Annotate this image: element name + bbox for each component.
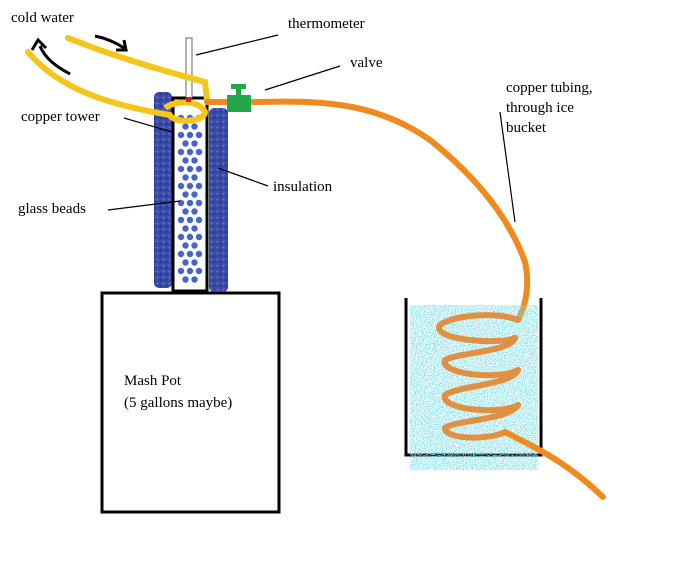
glass-bead bbox=[177, 165, 185, 173]
glass-bead bbox=[195, 148, 203, 156]
valve-body bbox=[227, 95, 251, 112]
glass-bead bbox=[191, 259, 198, 266]
glass-bead bbox=[195, 216, 203, 224]
glass-bead bbox=[186, 233, 194, 241]
glass-bead bbox=[177, 148, 185, 156]
flow-arrow-right-head bbox=[116, 39, 128, 52]
copper-tubing-label-line1: copper tubing, bbox=[506, 80, 593, 96]
mash-pot bbox=[100, 291, 281, 514]
glass-bead bbox=[182, 259, 189, 266]
glass-bead bbox=[182, 140, 189, 147]
valve-label: valve bbox=[350, 55, 383, 71]
glass-bead bbox=[182, 174, 189, 181]
cold-water-label: cold water bbox=[11, 10, 74, 26]
glass-bead bbox=[177, 216, 185, 224]
glass-bead bbox=[195, 233, 203, 241]
copper-tubing-outlet bbox=[502, 429, 606, 500]
glass-bead bbox=[182, 225, 189, 232]
insulation-right bbox=[209, 108, 228, 292]
insulation-left bbox=[154, 92, 172, 288]
glass-bead bbox=[195, 182, 203, 190]
copper-tubing-label-line2: through ice bbox=[506, 100, 574, 116]
glass-bead bbox=[177, 233, 185, 241]
glass-bead bbox=[195, 165, 203, 173]
glass-bead bbox=[182, 191, 189, 198]
copper-tubing-label-line3: bucket bbox=[506, 120, 547, 136]
glass-bead bbox=[191, 242, 198, 249]
mash-pot-label-line1: Mash Pot bbox=[124, 373, 182, 389]
insulation-label: insulation bbox=[273, 179, 333, 195]
glass-bead bbox=[195, 199, 203, 207]
cold-water-line-out bbox=[65, 35, 210, 103]
glass-beads-label: glass beads bbox=[18, 201, 86, 217]
cold-water-line-in bbox=[25, 49, 173, 118]
flow-arrow-left bbox=[38, 45, 71, 76]
glass-bead bbox=[191, 276, 198, 283]
glass-beads-leader bbox=[107, 200, 181, 211]
flow-arrow-right bbox=[94, 34, 125, 50]
glass-bead bbox=[186, 148, 194, 156]
glass-bead bbox=[191, 225, 198, 232]
glass-beads bbox=[177, 114, 203, 283]
glass-bead bbox=[191, 157, 198, 164]
insulation-leader bbox=[217, 167, 269, 187]
glass-bead bbox=[177, 131, 185, 139]
copper-tower bbox=[171, 96, 209, 293]
glass-bead bbox=[186, 199, 194, 207]
valve-stem bbox=[236, 86, 241, 96]
glass-bead bbox=[191, 140, 198, 147]
glass-bead bbox=[195, 131, 203, 139]
glass-bead bbox=[191, 191, 198, 198]
valve-leader bbox=[264, 65, 341, 91]
glass-bead bbox=[186, 131, 194, 139]
copper-coil bbox=[436, 312, 521, 441]
glass-bead bbox=[177, 182, 185, 190]
flow-arrow-left-head bbox=[30, 37, 48, 51]
copper-tower-leader bbox=[123, 117, 173, 133]
glass-bead bbox=[195, 250, 203, 258]
glass-bead bbox=[191, 123, 198, 130]
glass-bead bbox=[186, 250, 194, 258]
glass-bead bbox=[186, 165, 194, 173]
mash-pot-label-line2: (5 gallons maybe) bbox=[124, 395, 232, 411]
valve-handle bbox=[231, 84, 246, 89]
glass-bead bbox=[177, 267, 185, 275]
glass-bead bbox=[182, 242, 189, 249]
glass-bead bbox=[195, 267, 203, 275]
thermometer-label: thermometer bbox=[288, 16, 365, 32]
glass-bead bbox=[186, 267, 194, 275]
glass-bead bbox=[191, 208, 198, 215]
glass-bead bbox=[186, 216, 194, 224]
glass-bead bbox=[182, 123, 189, 130]
thermometer bbox=[185, 37, 193, 99]
glass-bead bbox=[186, 182, 194, 190]
glass-bead bbox=[182, 276, 189, 283]
glass-bead bbox=[191, 174, 198, 181]
condenser-plug bbox=[186, 97, 191, 102]
copper-tubing-leader bbox=[499, 111, 516, 223]
copper-tubing bbox=[204, 98, 531, 323]
copper-tower-label: copper tower bbox=[21, 109, 100, 125]
condenser-coil-top bbox=[163, 99, 208, 124]
glass-bead bbox=[177, 250, 185, 258]
glass-bead bbox=[182, 208, 189, 215]
glass-bead bbox=[182, 157, 189, 164]
thermometer-leader bbox=[195, 34, 279, 56]
